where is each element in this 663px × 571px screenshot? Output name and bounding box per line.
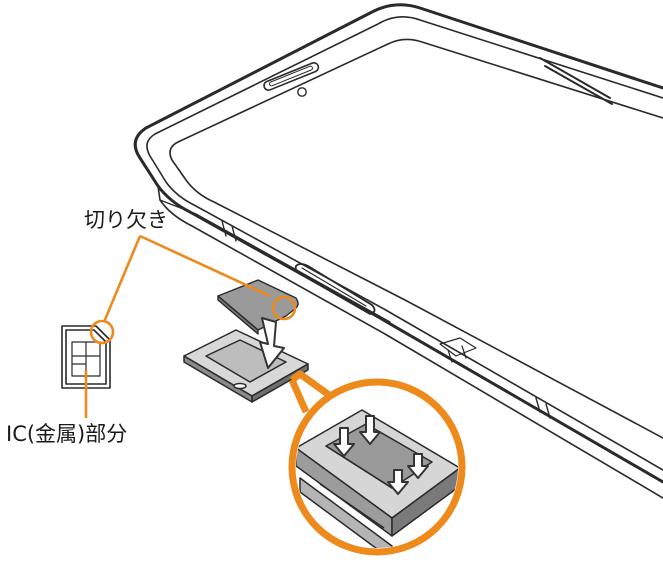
phone-body (133, 3, 663, 499)
label-notch: 切り欠き (84, 208, 168, 232)
port-detail (439, 337, 477, 357)
sim-outline (61, 325, 111, 389)
mag-slot-line (319, 445, 393, 529)
antenna-band (535, 397, 541, 413)
sim-card-edge (217, 295, 259, 335)
magnifier (288, 370, 466, 556)
tray-recess (205, 339, 287, 383)
sim-slot-opening (294, 263, 376, 315)
press-arrow (333, 427, 355, 457)
magnifier-callout (288, 370, 339, 414)
press-arrow (387, 469, 409, 495)
phone-display-edge (169, 38, 663, 439)
label-ic-contact: IC(金属)部分 (6, 422, 127, 446)
insert-arrow (259, 317, 285, 369)
sim-slot-inner (301, 267, 367, 307)
notch-highlight-right (271, 295, 297, 321)
tray-front-right (251, 363, 309, 403)
leader-notch-right (139, 234, 271, 298)
nano-sim-card (217, 279, 299, 335)
antenna-band (221, 220, 227, 237)
notch-highlight-left (89, 319, 115, 345)
mag-tray-front-2 (391, 467, 458, 537)
leader-lines (84, 234, 297, 418)
tray-pinhole (233, 382, 247, 390)
earpiece-inner (269, 65, 313, 87)
phone-bezel-contour (146, 16, 663, 471)
magnified-tray (296, 409, 458, 548)
port-detail-lines (447, 345, 467, 363)
earpiece (263, 61, 320, 91)
sim-tray (183, 329, 309, 403)
sim-card-flat-view (61, 325, 111, 389)
press-arrows (333, 415, 429, 495)
mag-tray-rail (299, 477, 393, 548)
press-arrow (407, 453, 429, 479)
antenna-band (231, 225, 237, 242)
sim-outline-inner (65, 329, 107, 385)
leader-notch-left (102, 235, 142, 323)
phone-side-edge-2 (159, 199, 391, 323)
front-camera (297, 87, 307, 97)
phone-outer-frame (133, 3, 663, 484)
sim-ic-contacts (71, 341, 101, 377)
press-arrow (359, 415, 381, 445)
sim-card-shape (217, 279, 299, 331)
insert-arrow-shape (259, 317, 285, 369)
antenna-band (545, 403, 551, 419)
side-button (539, 57, 613, 105)
